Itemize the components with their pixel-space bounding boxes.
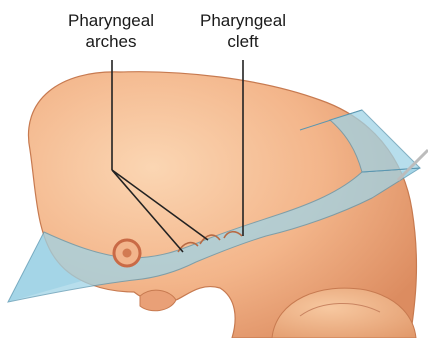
eye-inner: [123, 249, 132, 258]
